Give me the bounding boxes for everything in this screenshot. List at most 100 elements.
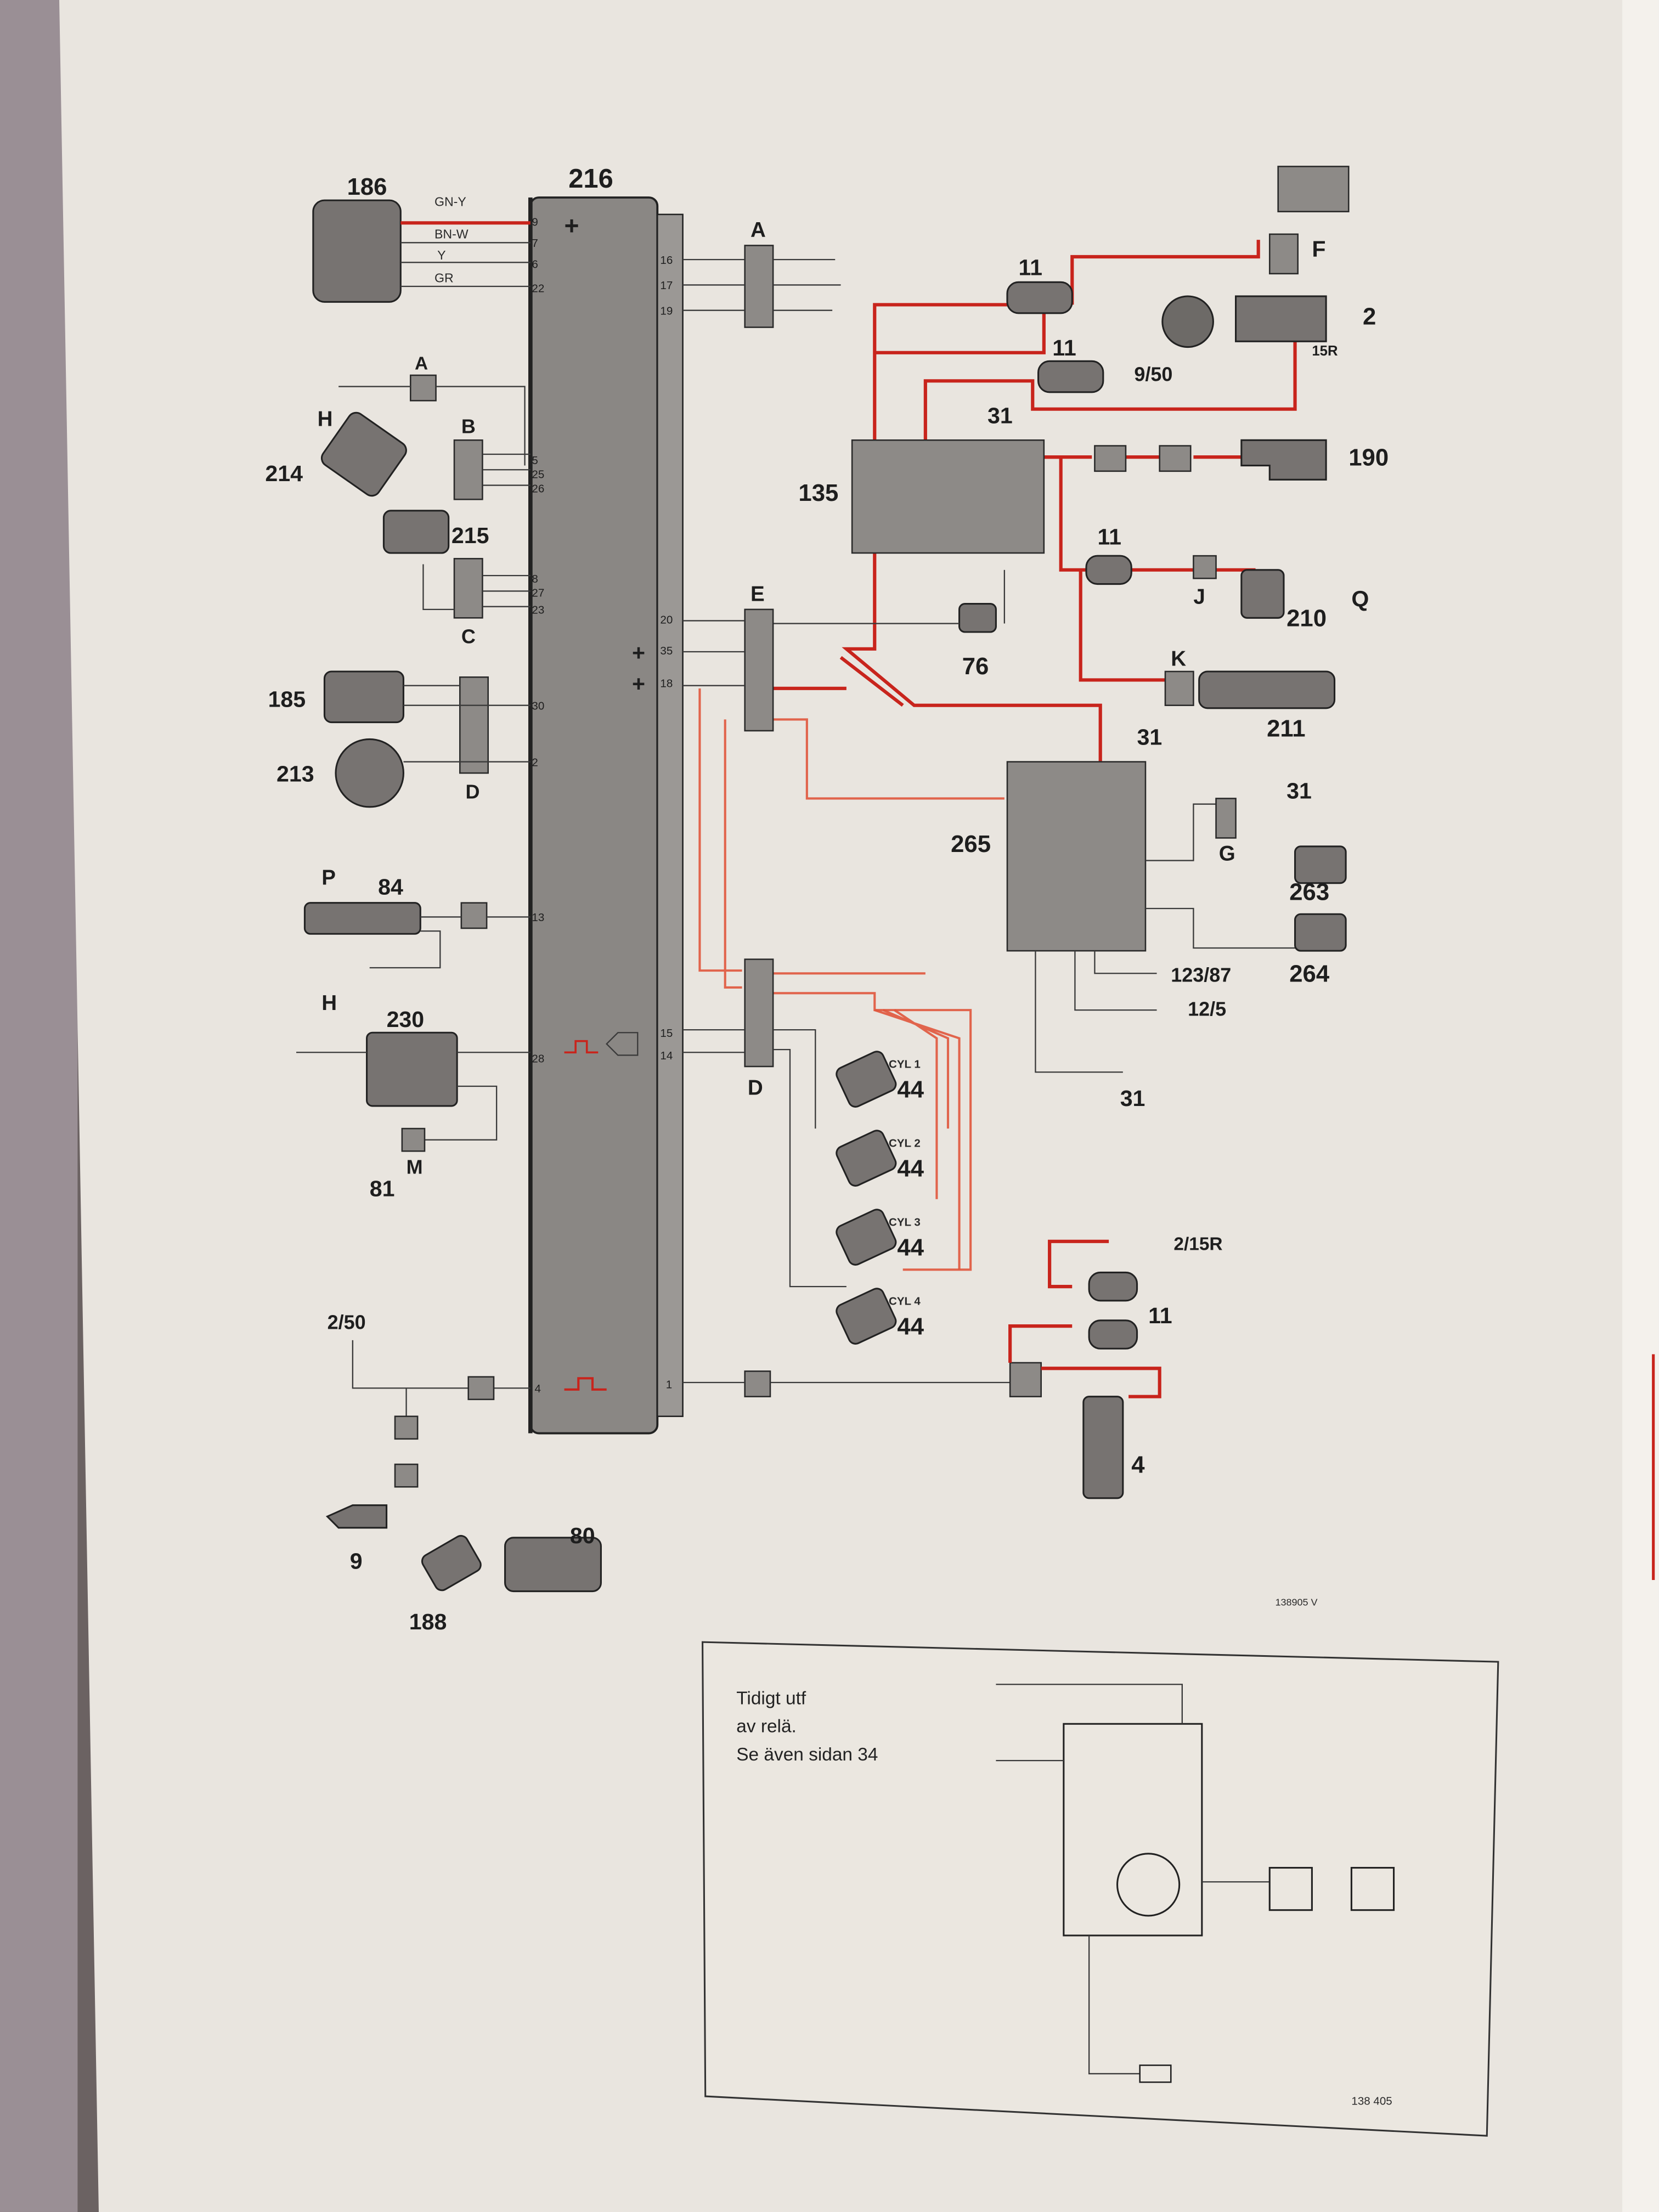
power-wire-main [873,240,1260,441]
injector-4 [836,1288,897,1345]
svg-text:GN-Y: GN-Y [435,194,466,208]
inset-wires [996,1684,1270,2075]
connector-F-bottom [394,1415,419,1440]
component-211 [1198,670,1336,709]
component-265-relay [1006,761,1147,952]
svg-text:22: 22 [532,282,544,295]
ignition-coil-4-label: 4 [1131,1452,1145,1479]
component-263 [1294,845,1347,884]
connector-M [401,1127,426,1152]
component-81-label: 81 [370,1176,395,1201]
connector-E-mid [744,608,774,732]
svg-text:25: 25 [532,469,544,481]
injector-1 [836,1051,897,1108]
paper-next-page [1622,0,1659,2212]
svg-text:23: 23 [532,604,544,617]
injector-2-label: 44 [897,1155,924,1182]
fuse-11-c-label: 11 [1098,524,1121,550]
wires-B [482,453,531,486]
component-190-label: 190 [1348,444,1389,471]
svg-text:35: 35 [660,645,673,657]
ref-12-5: 12/5 [1188,997,1226,1020]
component-188-label: 188 [409,1609,447,1634]
fuse-11-b-label: 11 [1052,335,1076,360]
svg-text:30: 30 [532,699,544,712]
connector-A-left [409,374,437,402]
wires-D-mid [682,1029,847,1288]
component-211-label: 211 [1267,715,1306,742]
power-wire-bl-r [923,310,1297,441]
component-190 [1240,439,1327,481]
connector-F-top-label: F [1312,236,1325,262]
fuse-11-a-label: 11 [1019,255,1042,280]
connector-L-bottom [394,1463,419,1488]
ground-H2-label: H [321,991,337,1015]
gn-wire-e-block [773,656,904,707]
injector-2 [836,1130,897,1187]
connector-E-bottom [467,1376,495,1401]
inset-panel [702,1641,1499,2137]
component-210-label: 210 [1286,605,1327,632]
ground-P-label: P [321,866,336,889]
injector-1-label: 44 [897,1076,924,1103]
component-80-label: 80 [570,1523,595,1548]
connector-A-left-label: A [415,354,428,374]
svg-text:2: 2 [532,756,538,769]
connector-F-low [1009,1362,1042,1397]
ref-2-15r: 2/15R [1173,1234,1222,1254]
ecu-plus-top: + [565,211,579,240]
gn-wire-down-d [698,688,742,989]
connector-J [1193,555,1217,579]
fabric-left [0,0,78,2212]
component-9 [325,1504,388,1529]
connector-E-low [744,1370,771,1397]
wires-D [403,685,531,763]
ref-2-50: 2/50 [328,1311,366,1333]
svg-text:28: 28 [532,1052,544,1065]
component-263-label: 263 [1289,879,1329,906]
injector-3-label: 44 [897,1234,924,1261]
inset-motor-symbol [1116,1853,1181,1917]
wires-84 [369,916,531,969]
wires-C [422,564,531,611]
component-213-label: 213 [276,761,314,787]
component-76 [958,603,997,633]
component-84-sensor [303,902,421,935]
connector-M-label: M [407,1155,423,1178]
ground-31b-label: 31 [1137,725,1163,750]
component-188 [421,1534,482,1592]
component-9-50-label: 9/50 [1134,363,1172,385]
component-210 [1240,569,1285,619]
component-230-label: 230 [387,1007,425,1032]
figure-number: 138905 V [1276,1596,1318,1607]
coil-red-wires [1008,1239,1161,1398]
wire-sb-A [338,386,526,466]
wires-230 [296,1052,531,1141]
wires-265-right [1145,803,1312,949]
svg-text:1: 1 [666,1378,672,1391]
connector-C [453,557,483,619]
inset-line-2: av relä. [736,1717,797,1737]
svg-text:26: 26 [532,482,544,495]
component-265-label: 265 [951,831,991,857]
component-214-sensor [320,411,407,497]
injector-3 [836,1209,897,1266]
connector-A-right-label: A [751,218,766,242]
connector-B-label: B [461,415,476,437]
svg-text:17: 17 [660,279,673,292]
cyl-2-label: CYL 2 [889,1137,921,1150]
component-213-sensor [335,738,404,808]
ground-31c-label: 31 [1286,778,1312,803]
svg-text:GR: GR [435,270,454,285]
svg-text:7: 7 [532,237,538,250]
connector-K [1164,670,1194,706]
component-84-label: 84 [378,874,403,899]
svg-text:6: 6 [532,258,538,271]
fuse-11-c [1085,555,1132,585]
svg-text:5: 5 [532,454,538,467]
gn-wire-to-265 [842,552,1102,811]
connector-F-190 [1094,445,1127,472]
component-215-sensor [382,510,450,554]
